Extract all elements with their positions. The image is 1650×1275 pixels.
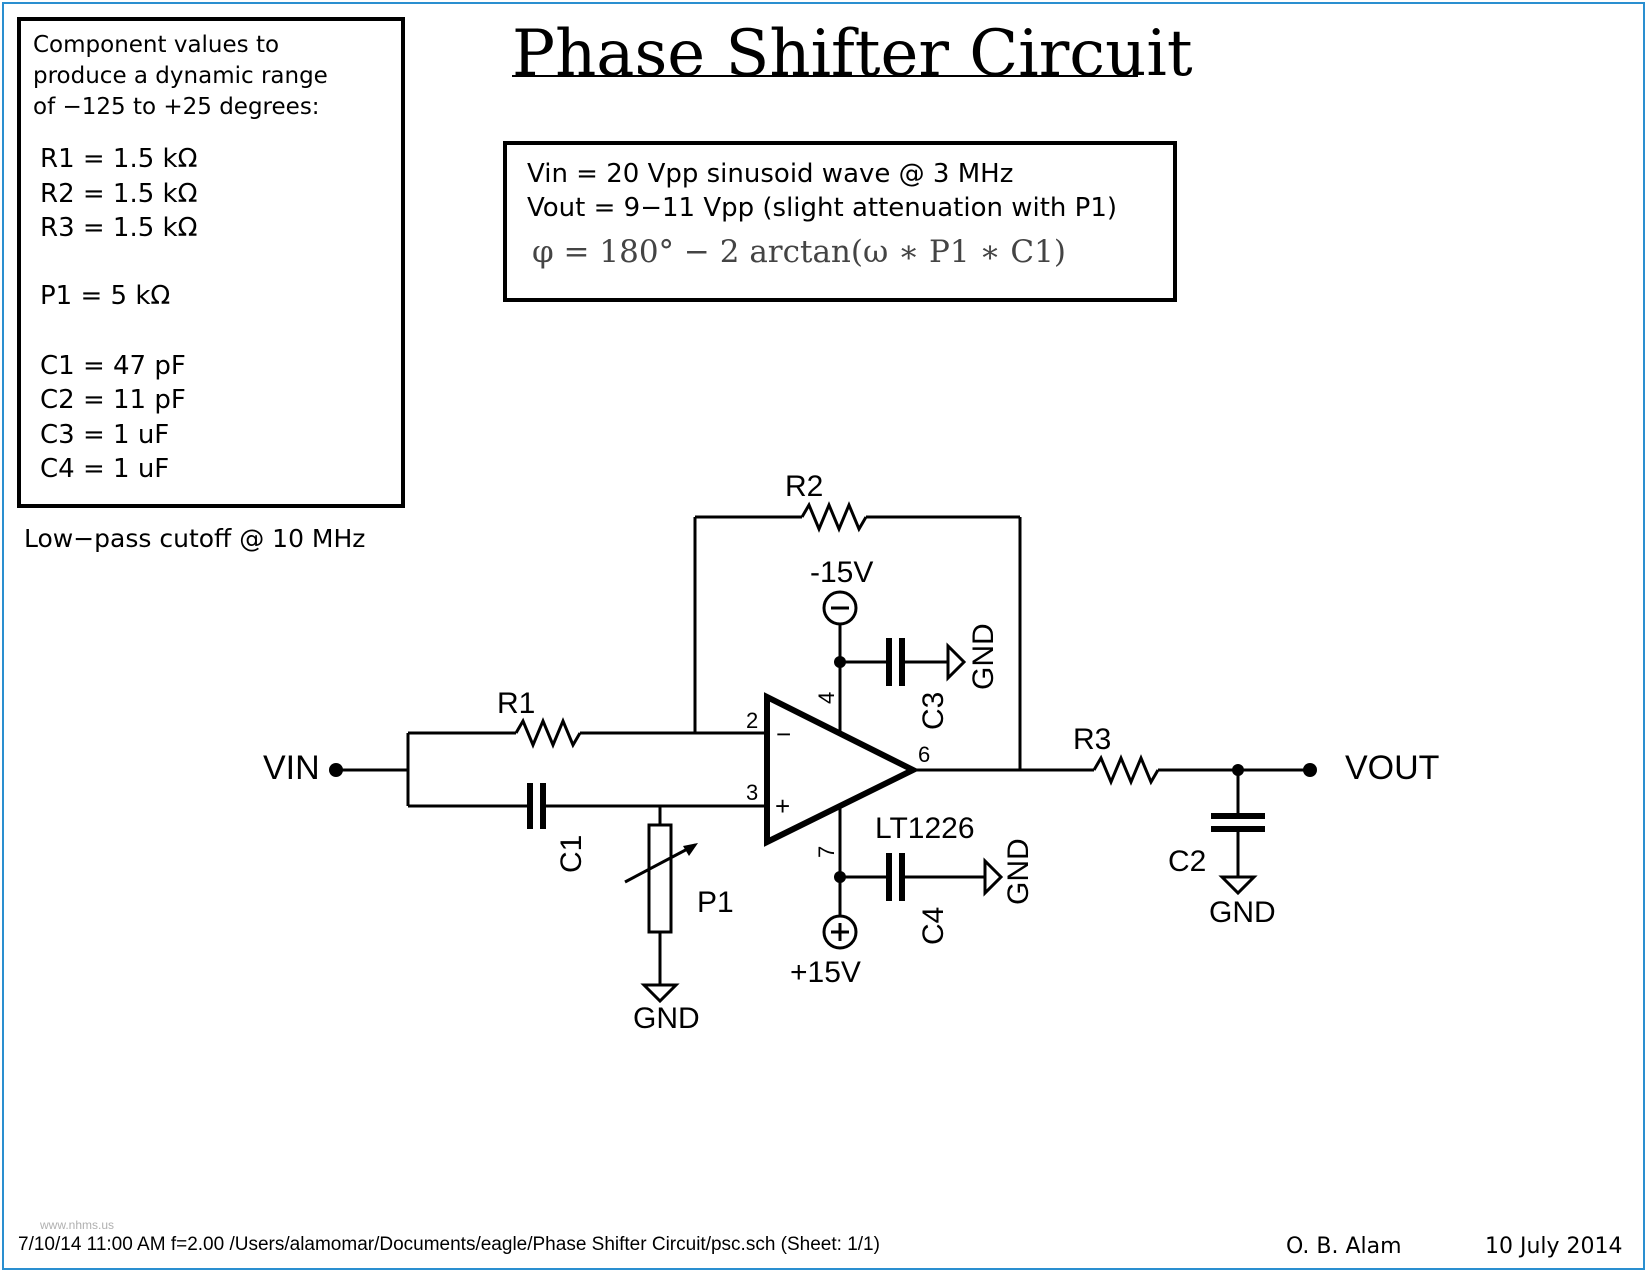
pin-3-label: 3	[746, 780, 758, 805]
p1-potentiometer	[647, 823, 673, 934]
p1-gnd-label: GND	[633, 1002, 700, 1035]
r3-label: R3	[1073, 723, 1111, 756]
component-value-r2: R2 = 1.5 kΩ	[40, 179, 197, 209]
r1-resistor	[514, 717, 582, 749]
pin-6-label: 6	[918, 742, 930, 767]
component-value-r3: R3 = 1.5 kΩ	[40, 213, 197, 243]
component-heading-line: Component values to	[33, 32, 279, 58]
r3-resistor	[1092, 754, 1160, 786]
component-value-c2: C2 = 11 pF	[40, 385, 186, 415]
spec-vin: Vin = 20 Vpp sinusoid wave @ 3 MHz	[527, 159, 1013, 189]
phase-formula: φ = 180° − 2 arctan(ω ∗ P1 ∗ C1)	[532, 234, 1066, 270]
component-value-p1: P1 = 5 kΩ	[40, 281, 170, 311]
c2-label: C2	[1168, 845, 1206, 878]
c2-ground-icon	[1218, 875, 1258, 896]
pos-supply-label: +15V	[790, 956, 861, 989]
component-values-box	[17, 17, 405, 508]
component-heading-line: of −125 to +25 degrees:	[33, 94, 320, 120]
c3-label: C3	[917, 692, 950, 730]
spec-vout: Vout = 9−11 Vpp (slight attenuation with…	[527, 193, 1117, 223]
pin-4-label: 4	[814, 692, 839, 704]
r2-resistor	[800, 501, 868, 533]
neg-supply-label: -15V	[810, 556, 873, 589]
component-heading: Component values to produce a dynamic ra…	[33, 32, 328, 120]
opamp-part-label: LT1226	[875, 812, 975, 845]
c2-gnd-label: GND	[1209, 896, 1276, 929]
lowpass-note: Low−pass cutoff @ 10 MHz	[24, 524, 365, 553]
opamp-symbol	[764, 692, 920, 847]
pin-2-label: 2	[746, 708, 758, 733]
c4-gnd-label: GND	[1002, 838, 1035, 905]
r2-label: R2	[785, 470, 823, 503]
c3-gnd-label: GND	[967, 623, 1000, 690]
p1-label: P1	[697, 886, 734, 919]
footer-path: 7/10/14 11:00 AM f=2.00 /Users/alamomar/…	[18, 1234, 880, 1255]
pin-7-label: 7	[814, 846, 839, 858]
footer-author: O. B. Alam	[1286, 1234, 1402, 1259]
component-heading-line: produce a dynamic range	[33, 63, 328, 89]
spec-box	[503, 141, 1177, 302]
r1-label: R1	[497, 687, 535, 720]
component-value-r1: R1 = 1.5 kΩ	[40, 144, 197, 174]
p1-arrowhead-icon	[683, 843, 698, 856]
vout-label: VOUT	[1345, 749, 1439, 787]
vin-label: VIN	[263, 749, 320, 787]
component-values-list: R1 = 1.5 kΩ R2 = 1.5 kΩ R3 = 1.5 kΩ P1 =…	[40, 144, 197, 484]
c4-label: C4	[917, 907, 950, 945]
p1-wiper-arrow	[624, 843, 696, 884]
footer-date: 10 July 2014	[1485, 1234, 1623, 1259]
watermark: www.nhms.us	[39, 1218, 114, 1232]
vout-terminal	[1303, 763, 1317, 777]
opamp-plus-sign: +	[775, 791, 790, 821]
c1-label: C1	[555, 835, 588, 873]
c3-ground-icon	[946, 642, 967, 682]
page-title: Phase Shifter Circuit	[512, 17, 1193, 91]
c4-ground-icon	[983, 857, 1004, 897]
p1-ground-icon	[640, 983, 680, 1004]
component-value-c4: C4 = 1 uF	[40, 454, 169, 484]
opamp-minus-sign: −	[776, 719, 791, 749]
component-value-c1: C1 = 47 pF	[40, 351, 186, 381]
component-value-c3: C3 = 1 uF	[40, 420, 169, 450]
